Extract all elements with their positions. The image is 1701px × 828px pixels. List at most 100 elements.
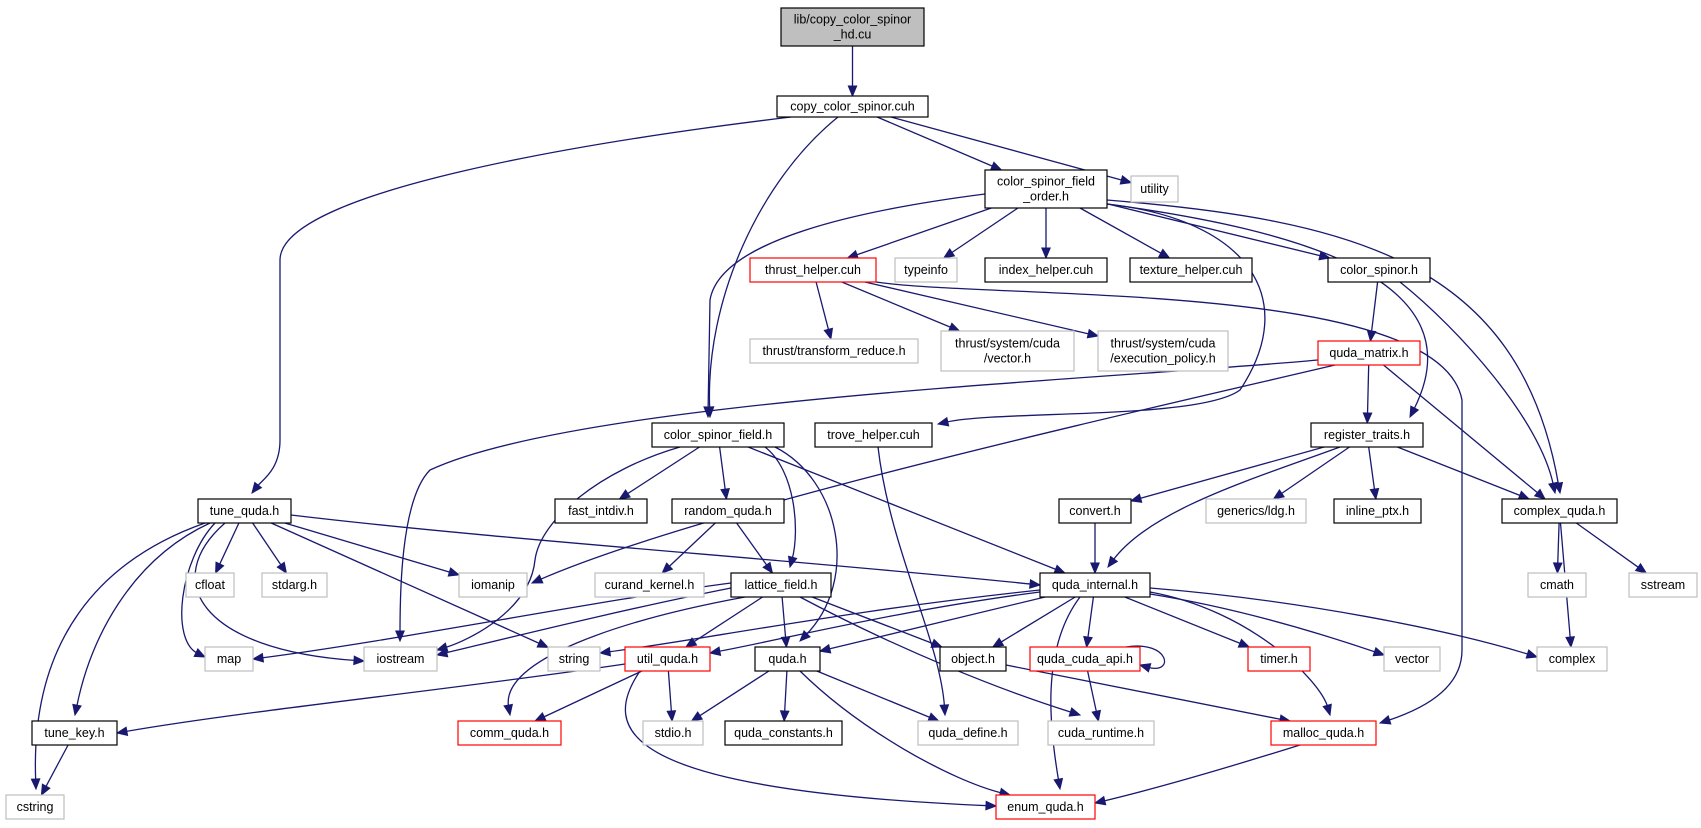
- node-color_spinor_h[interactable]: color_spinor.h: [1327, 257, 1431, 283]
- edge-line: [781, 596, 787, 640]
- node-box: [730, 572, 832, 598]
- node-label: sstream: [1641, 578, 1685, 592]
- edge-arrowhead: [1041, 247, 1051, 260]
- node-box: [1628, 572, 1698, 598]
- edge-register_traits_h-to-generics_ldg_h: [1272, 446, 1350, 500]
- node-box: [984, 169, 1108, 209]
- edge-register_traits_h-to-convert_h: [1129, 446, 1325, 503]
- node-root[interactable]: lib/copy_color_spinor_hd.cu: [780, 7, 925, 47]
- node-iomanip: iomanip: [458, 572, 528, 598]
- node-enum_quda_h[interactable]: enum_quda.h: [995, 794, 1096, 820]
- edge-arrowhead: [1409, 405, 1420, 419]
- node-convert_h[interactable]: convert.h: [1058, 498, 1132, 524]
- edge-arrowhead: [1107, 555, 1119, 569]
- edge-register_traits_h-to-inline_ptx_h: [1368, 446, 1380, 501]
- node-index_helper_cuh[interactable]: index_helper.cuh: [984, 257, 1108, 283]
- edge-arrowhead: [1090, 562, 1100, 575]
- node-label: lattice_field.h: [745, 578, 818, 592]
- node-box: [780, 7, 925, 47]
- edge-util_quda_h-to-enum_quda_h: [624, 670, 998, 811]
- edge-quda_internal_h-to-quda_cuda_api_h: [1083, 596, 1095, 649]
- edge-util_quda_h-to-stdio_h: [666, 670, 677, 723]
- node-fast_intdiv_h[interactable]: fast_intdiv.h: [554, 498, 648, 524]
- node-lattice_field_h[interactable]: lattice_field.h: [730, 572, 832, 598]
- node-copy_color_spinor_cuh[interactable]: copy_color_spinor.cuh: [776, 95, 929, 118]
- edge-arrowhead: [1091, 709, 1102, 723]
- node-quda_constants_h[interactable]: quda_constants.h: [724, 720, 843, 746]
- node-texture_helper_cuh[interactable]: texture_helper.cuh: [1129, 257, 1253, 283]
- node-quda_cuda_api_h[interactable]: quda_cuda_api.h: [1029, 646, 1141, 672]
- node-quda_h[interactable]: quda.h: [754, 646, 821, 672]
- edge-line: [875, 281, 1463, 722]
- edge-arrowhead: [115, 726, 129, 737]
- edge-arrowhead: [533, 712, 547, 722]
- node-quda_internal_h[interactable]: quda_internal.h: [1039, 572, 1151, 598]
- node-color_spinor_field_order_h[interactable]: color_spinor_field_order.h: [984, 169, 1108, 209]
- node-tune_quda_h[interactable]: tune_quda.h: [197, 498, 292, 524]
- node-label: color_spinor_field: [997, 174, 1095, 188]
- node-box: [749, 338, 919, 364]
- edge-arrowhead: [847, 85, 858, 98]
- edge-tune_quda_h-to-stdarg_h: [252, 522, 288, 575]
- edge-arrowhead: [942, 248, 956, 259]
- edge-color_spinor_field_order_h-to-register_traits_h: [1106, 203, 1429, 419]
- node-label: trove_helper.cuh: [827, 428, 919, 442]
- node-object_h[interactable]: object.h: [939, 646, 1007, 672]
- edge-tune_quda_h-to-cfloat: [215, 522, 240, 575]
- node-tune_key_h[interactable]: tune_key.h: [31, 720, 118, 746]
- edge-arrowhead: [276, 561, 288, 575]
- edge-line: [707, 193, 986, 410]
- node-label: enum_quda.h: [1007, 800, 1084, 814]
- node-register_traits_h[interactable]: register_traits.h: [1310, 422, 1424, 448]
- edge-line: [815, 281, 830, 332]
- node-label: vector: [1395, 652, 1429, 666]
- edge-root-to-copy_color_spinor_cuh: [847, 46, 858, 98]
- node-label: cfloat: [195, 578, 225, 592]
- node-box: [1527, 572, 1587, 598]
- edge-register_traits_h-to-complex_quda_h: [1397, 446, 1531, 500]
- edge-arrowhead: [447, 567, 461, 577]
- node-timer_h[interactable]: timer.h: [1247, 646, 1311, 672]
- node-quda_define_h: quda_define.h: [917, 720, 1019, 746]
- node-complex_quda_h[interactable]: complex_quda.h: [1501, 498, 1618, 524]
- edge-arrowhead: [1053, 777, 1064, 791]
- edge-line: [624, 670, 989, 807]
- node-box: [1047, 720, 1155, 746]
- edge-color_spinor_field_order_h-to-trove_helper_cuh: [936, 203, 1266, 427]
- edge-arrowhead: [72, 703, 82, 717]
- edge-arrowhead: [1362, 412, 1373, 425]
- edge-line: [1086, 670, 1098, 714]
- edge-line: [539, 364, 1336, 581]
- edge-arrowhead: [1053, 564, 1067, 574]
- node-label: typeinfo: [904, 263, 948, 277]
- edge-color_spinor_field_order_h-to-thrust_helper_cuh: [846, 207, 992, 260]
- node-box: [671, 498, 785, 524]
- node-label: register_traits.h: [1324, 428, 1410, 442]
- node-random_quda_h[interactable]: random_quda.h: [671, 498, 785, 524]
- node-box: [1039, 572, 1151, 598]
- node-box: [749, 257, 877, 283]
- node-thrust_transform_reduce_h: thrust/transform_reduce.h: [749, 338, 919, 364]
- edge-arrowhead: [1157, 248, 1171, 259]
- node-thrust_helper_cuh[interactable]: thrust_helper.cuh: [749, 257, 877, 283]
- edge-arrowhead: [40, 783, 51, 797]
- node-box: [594, 572, 705, 598]
- node-inline_ptx_h[interactable]: inline_ptx.h: [1333, 498, 1422, 524]
- edge-line: [1149, 591, 1329, 708]
- node-malloc_quda_h[interactable]: malloc_quda.h: [1270, 720, 1377, 746]
- edge-line: [876, 116, 995, 168]
- node-box: [1383, 646, 1441, 672]
- node-util_quda_h[interactable]: util_quda.h: [624, 646, 711, 672]
- edge-arrowhead: [1129, 493, 1143, 503]
- edge-arrowhead: [1322, 703, 1332, 717]
- node-color_spinor_field_h[interactable]: color_spinor_field.h: [651, 422, 785, 448]
- node-box: [1129, 257, 1253, 283]
- edge-quda_internal_h-to-quda_h: [818, 596, 1046, 654]
- node-quda_matrix_h[interactable]: quda_matrix.h: [1317, 340, 1421, 366]
- graph-edges: [30, 46, 1648, 811]
- edge-line: [1112, 446, 1341, 561]
- node-comm_quda_h[interactable]: comm_quda.h: [457, 720, 562, 746]
- node-trove_helper_cuh[interactable]: trove_helper.cuh: [814, 422, 933, 448]
- edge-arrowhead: [799, 630, 811, 642]
- edge-line: [1087, 596, 1095, 640]
